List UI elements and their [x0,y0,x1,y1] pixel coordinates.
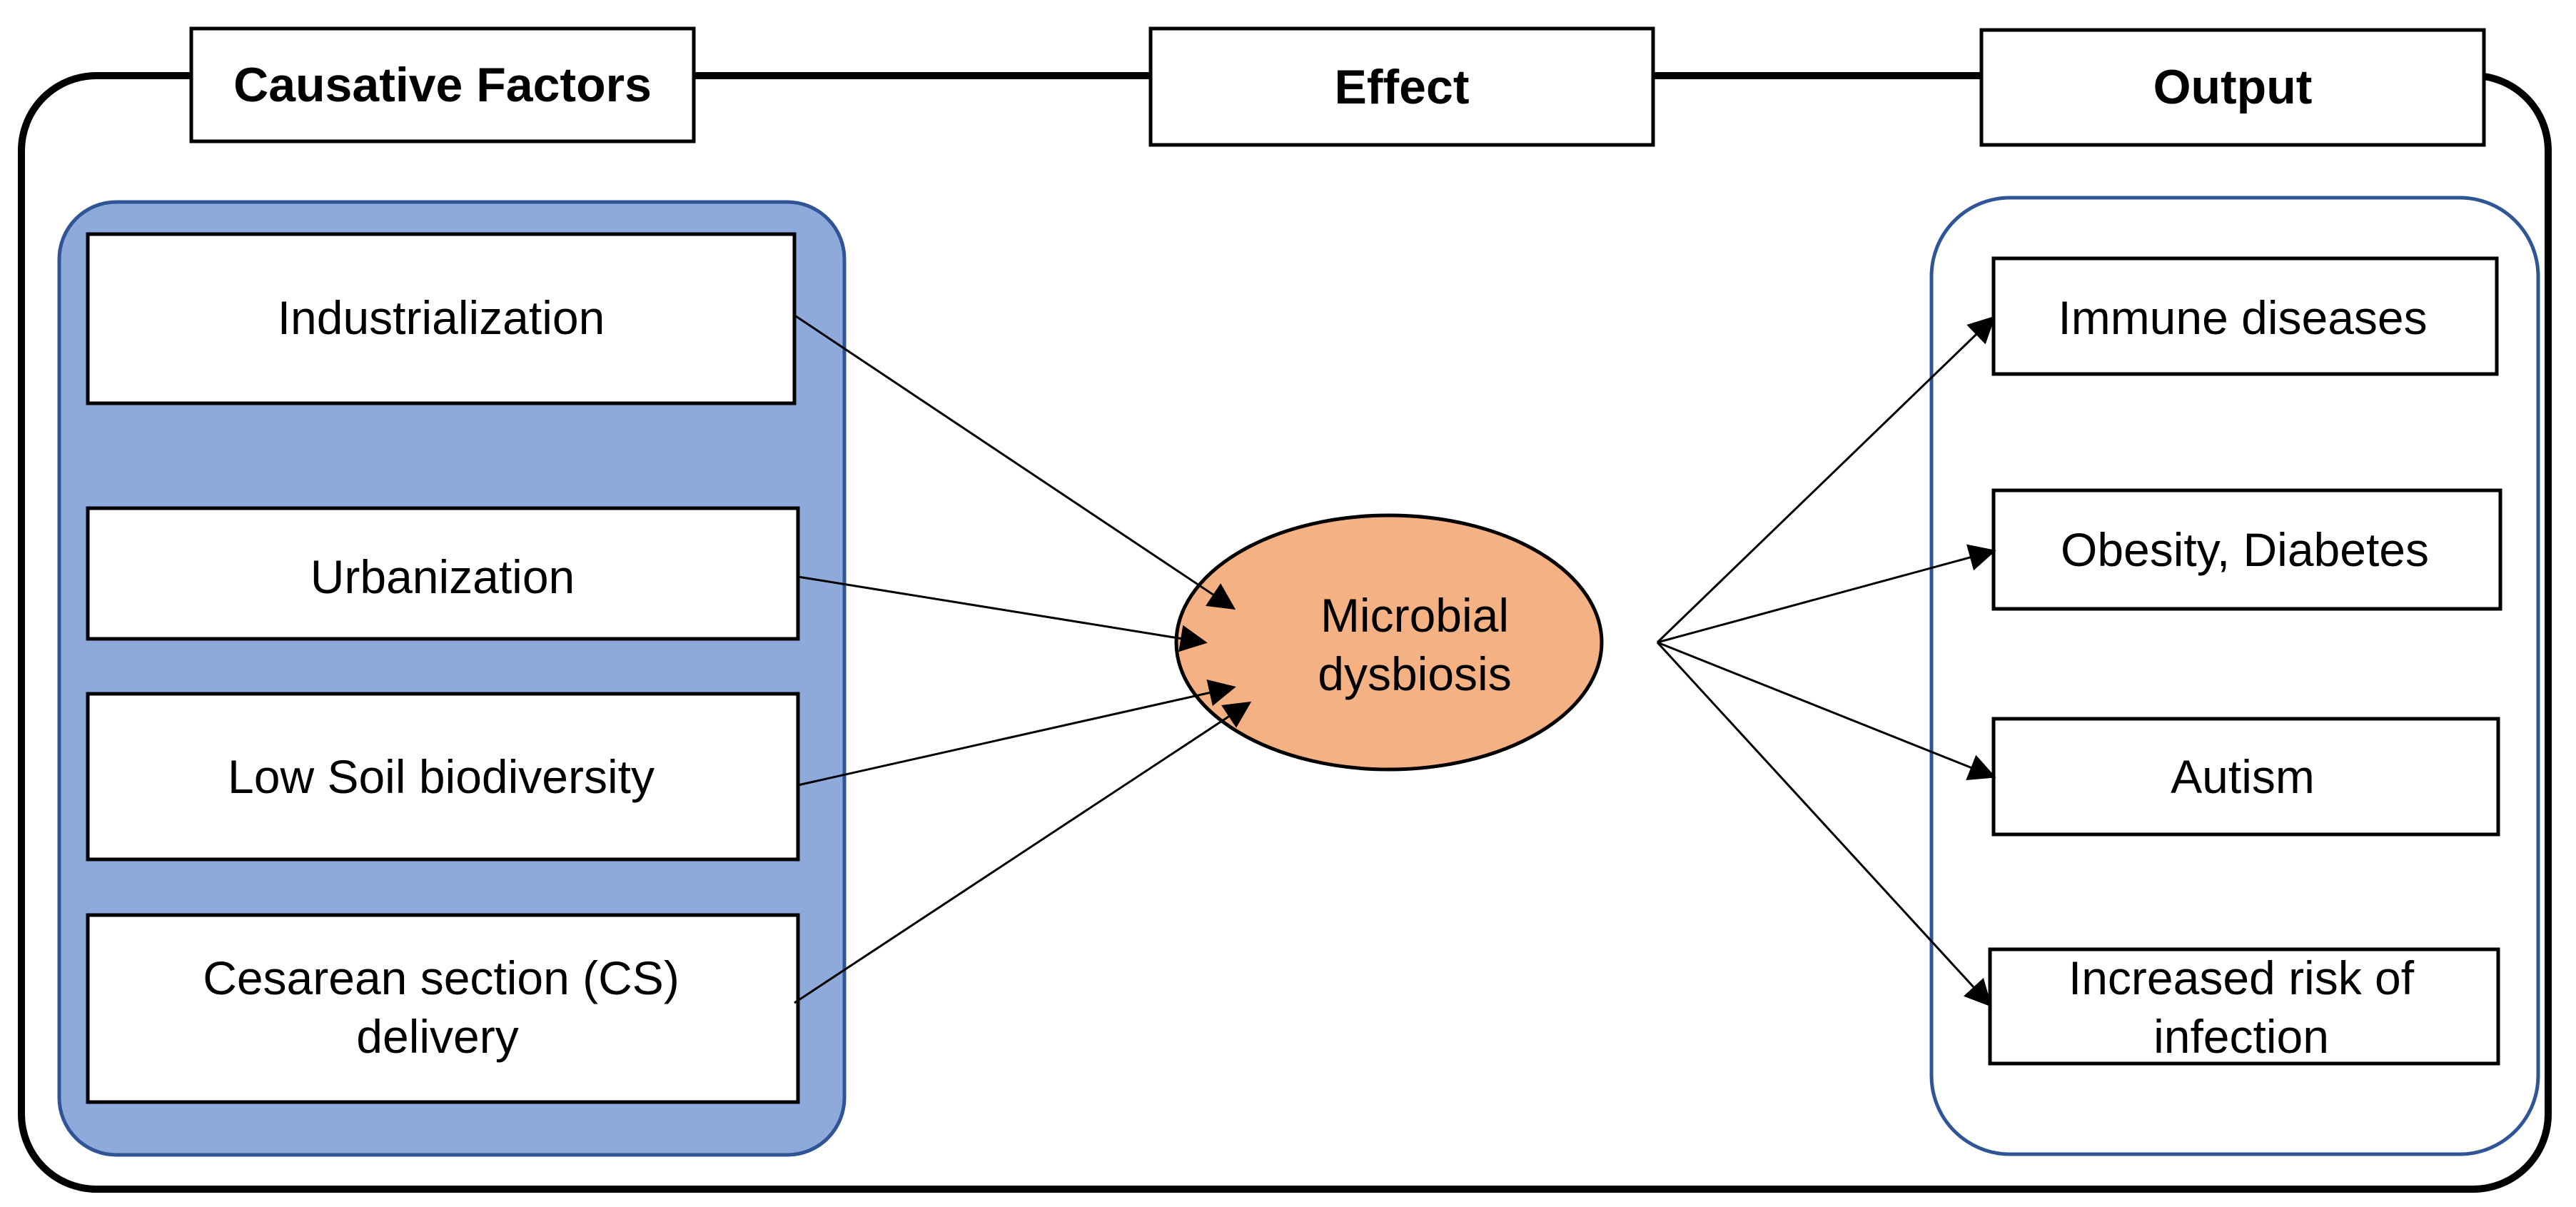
output-box: Increased risk of infection [1988,947,2500,1066]
header-effect: Effect [1148,26,1655,147]
header-output-label: Output [2153,60,2313,114]
arrow-effect-to-output [1656,641,1992,1007]
effect-ellipse [1174,513,1604,772]
output-box: Immune diseases [1991,256,2499,376]
output-box: Autism [1991,717,2500,837]
cause-box: Urbanization [86,506,800,641]
cause-label: Low Soil biodiversity [228,750,655,803]
arrow-cause-to-effect [795,315,1236,610]
header-causative-factors-label: Causative Factors [233,58,652,112]
output-label-line2: infection [2153,1010,2329,1063]
output-box: Obesity, Diabetes [1991,488,2502,611]
effect-node: Microbial dysbiosis [1174,513,1604,772]
header-causative-factors: Causative Factors [189,26,696,143]
cause-label-line1: Cesarean section (CS) [203,951,680,1004]
output-label: Autism [2171,750,2315,803]
arrow-cause-to-effect [797,679,1236,787]
effect-label-line1: Microbial [1320,589,1509,642]
arrow-effect-to-output [1656,315,1996,644]
cause-box: Industrialization [86,232,797,405]
cause-label: Industrialization [278,291,605,344]
output-label-line1: Increased risk of [2069,951,2415,1004]
outputs-panel [1929,196,2540,1156]
arrow-cause-to-effect [797,575,1208,652]
cause-box: Cesarean section (CS) delivery [86,913,800,1104]
arrow-effect-to-output [1657,544,1996,644]
effect-label-line2: dysbiosis [1318,647,1511,700]
cause-label: Urbanization [310,550,575,603]
arrow-effect-to-output [1657,641,1996,780]
cause-label-line2: delivery [356,1010,518,1063]
header-effect-label: Effect [1335,60,1470,114]
output-label: Obesity, Diabetes [2061,523,2429,576]
header-output: Output [1979,28,2486,147]
cause-box: Low Soil biodiversity [86,692,800,862]
output-label: Immune diseases [2058,291,2427,344]
arrow-cause-to-effect [794,701,1252,1004]
